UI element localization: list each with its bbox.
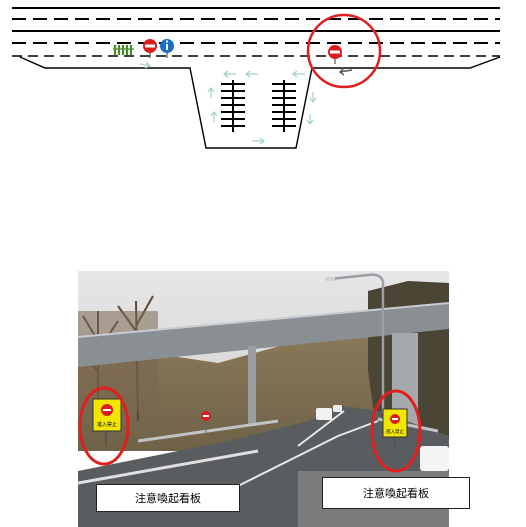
guardrail — [137, 419, 279, 443]
parking-stalls-right — [272, 80, 296, 132]
no-entry-sign-icon — [143, 39, 157, 58]
guardrail-icon — [113, 45, 134, 55]
info-sign-icon — [160, 39, 174, 58]
caption-text: 注意喚起看板 — [363, 487, 429, 500]
overpass-railing — [78, 302, 449, 338]
warning-board-text: 進入禁止 — [386, 428, 404, 435]
caption-warning-board: 注意喚起看板 — [96, 484, 240, 512]
service-area-outline — [19, 56, 501, 149]
bridge-pier — [248, 346, 256, 426]
no-entry-sign-icon — [201, 411, 211, 433]
caption-text: 注意喚起看板 — [135, 492, 201, 505]
traffic-flow-arrows — [139, 61, 317, 145]
road-edge-white — [78, 449, 259, 485]
overpass-bridge — [78, 303, 449, 367]
parking-stalls-left — [221, 80, 245, 132]
warning-board-left: 進入禁止 — [92, 398, 122, 446]
car-white — [333, 405, 342, 412]
highlight-circle — [370, 389, 422, 473]
parked-car — [420, 446, 449, 471]
warning-board-text: 進入禁止 — [97, 421, 117, 428]
street-light — [329, 273, 385, 446]
highlight-circle — [306, 13, 382, 89]
wrong-way-arrow — [338, 67, 353, 76]
caption-warning-board: 注意喚起看板 — [322, 477, 470, 509]
no-entry-sign-icon — [328, 45, 342, 64]
interchange-layout-diagram — [12, 7, 501, 149]
car-white — [316, 408, 332, 420]
warning-board-right: 進入禁止 — [382, 408, 408, 451]
highlight-circle — [78, 386, 130, 466]
